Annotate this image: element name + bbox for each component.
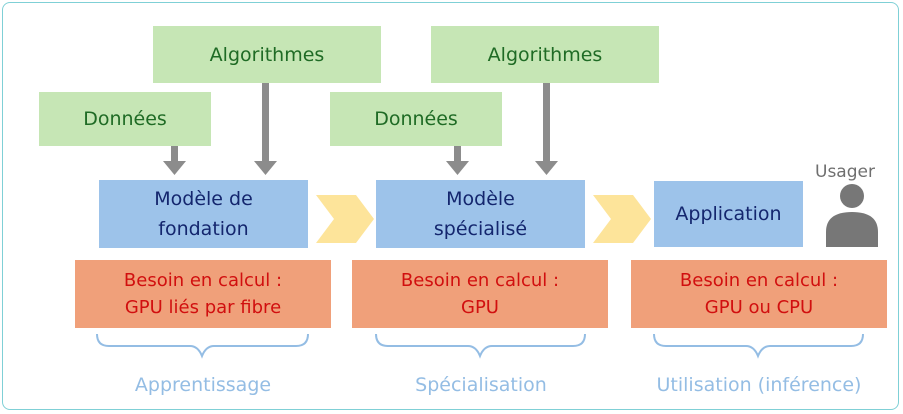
- specialized-model-box: Modèle spécialisé: [376, 180, 585, 248]
- compute-foundation-value: GPU liés par fibre: [124, 297, 282, 318]
- application-box: Application: [654, 181, 803, 247]
- compute-box-application: Besoin en calcul : GPU ou CPU: [631, 260, 887, 328]
- compute-label: Besoin en calcul :: [400, 270, 560, 291]
- compute-box-foundation: Besoin en calcul : GPU liés par fibre: [75, 260, 331, 328]
- user-icon: [826, 184, 878, 247]
- phase-inference-label: Utilisation (inférence): [656, 374, 862, 396]
- arrow-data-to-specialized: [446, 144, 469, 175]
- algorithms-label: Algorithmes: [209, 43, 325, 66]
- foundation-model-line2: fondation: [158, 218, 249, 240]
- algorithms-box-1: Algorithmes: [153, 26, 381, 83]
- application-label: Application: [675, 203, 782, 225]
- arrow-algorithms-to-foundation: [254, 82, 277, 175]
- compute-label: Besoin en calcul :: [679, 270, 839, 291]
- brace-inference: [653, 333, 864, 359]
- data-label: Données: [83, 108, 167, 130]
- data-box-2: Données: [330, 92, 502, 146]
- data-label: Données: [374, 108, 458, 130]
- compute-box-specialized: Besoin en calcul : GPU: [352, 260, 608, 328]
- compute-specialized-value: GPU: [461, 297, 499, 318]
- brace-specialization: [375, 333, 586, 359]
- diagram-frame: [2, 2, 899, 410]
- arrow-data-to-foundation: [163, 144, 186, 175]
- algorithms-label: Algorithmes: [487, 43, 603, 66]
- specialized-model-line1: Modèle: [446, 188, 515, 210]
- flow-chevron-2: [593, 195, 651, 243]
- specialized-model-line2: spécialisé: [433, 218, 528, 240]
- algorithms-box-2: Algorithmes: [431, 26, 659, 83]
- arrow-algorithms-to-specialized: [535, 82, 558, 175]
- phase-specialization-label: Spécialisation: [415, 374, 547, 396]
- foundation-model-line1: Modèle de: [154, 188, 253, 210]
- compute-label: Besoin en calcul :: [123, 270, 283, 291]
- brace-training: [96, 333, 309, 359]
- user-label: Usager: [815, 162, 875, 182]
- flow-chevron-1: [316, 195, 374, 243]
- compute-application-value: GPU ou CPU: [704, 297, 814, 318]
- phase-training-label: Apprentissage: [134, 374, 272, 396]
- foundation-model-box: Modèle de fondation: [99, 180, 308, 248]
- data-box-1: Données: [39, 92, 211, 146]
